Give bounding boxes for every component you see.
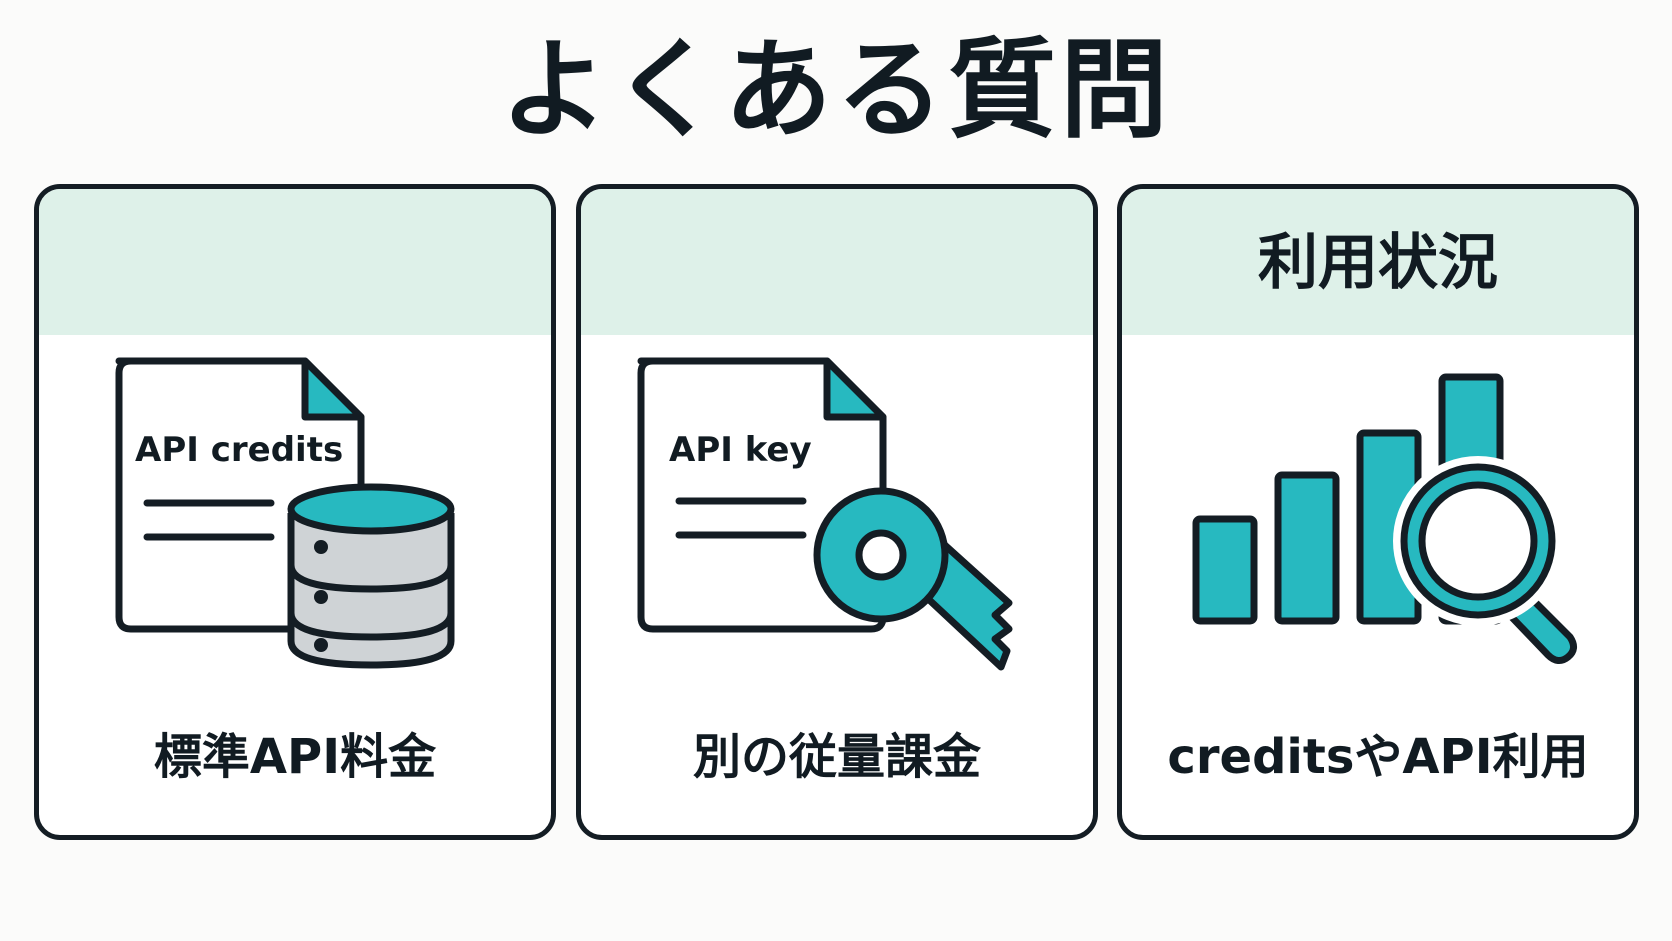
card-header-band	[39, 189, 551, 335]
card-footer-label: 標準API料金	[153, 729, 437, 785]
bar-chart-magnifier-icon	[1122, 349, 1634, 709]
page-title: よくある質問	[499, 28, 1172, 153]
card-header-band: 利用状況	[1122, 189, 1634, 335]
faq-card-metered-billing[interactable]: API key 別の従量課金	[576, 184, 1098, 840]
faq-card-usage-status[interactable]: 利用状況 creditsやAPI利用	[1117, 184, 1639, 840]
card-header-band	[581, 189, 1093, 335]
card-footer-label: creditsやAPI利用	[1167, 729, 1589, 785]
document-label: API credits	[135, 430, 343, 470]
document-label: API key	[669, 430, 812, 470]
document-key-icon: API key	[581, 349, 1093, 709]
card-footer-label: 別の従量課金	[692, 729, 981, 785]
card-header-label: 利用状況	[1258, 228, 1498, 298]
faq-card-standard-pricing[interactable]: API credits 標準API料金	[34, 184, 556, 840]
document-database-icon: API credits	[39, 349, 551, 709]
